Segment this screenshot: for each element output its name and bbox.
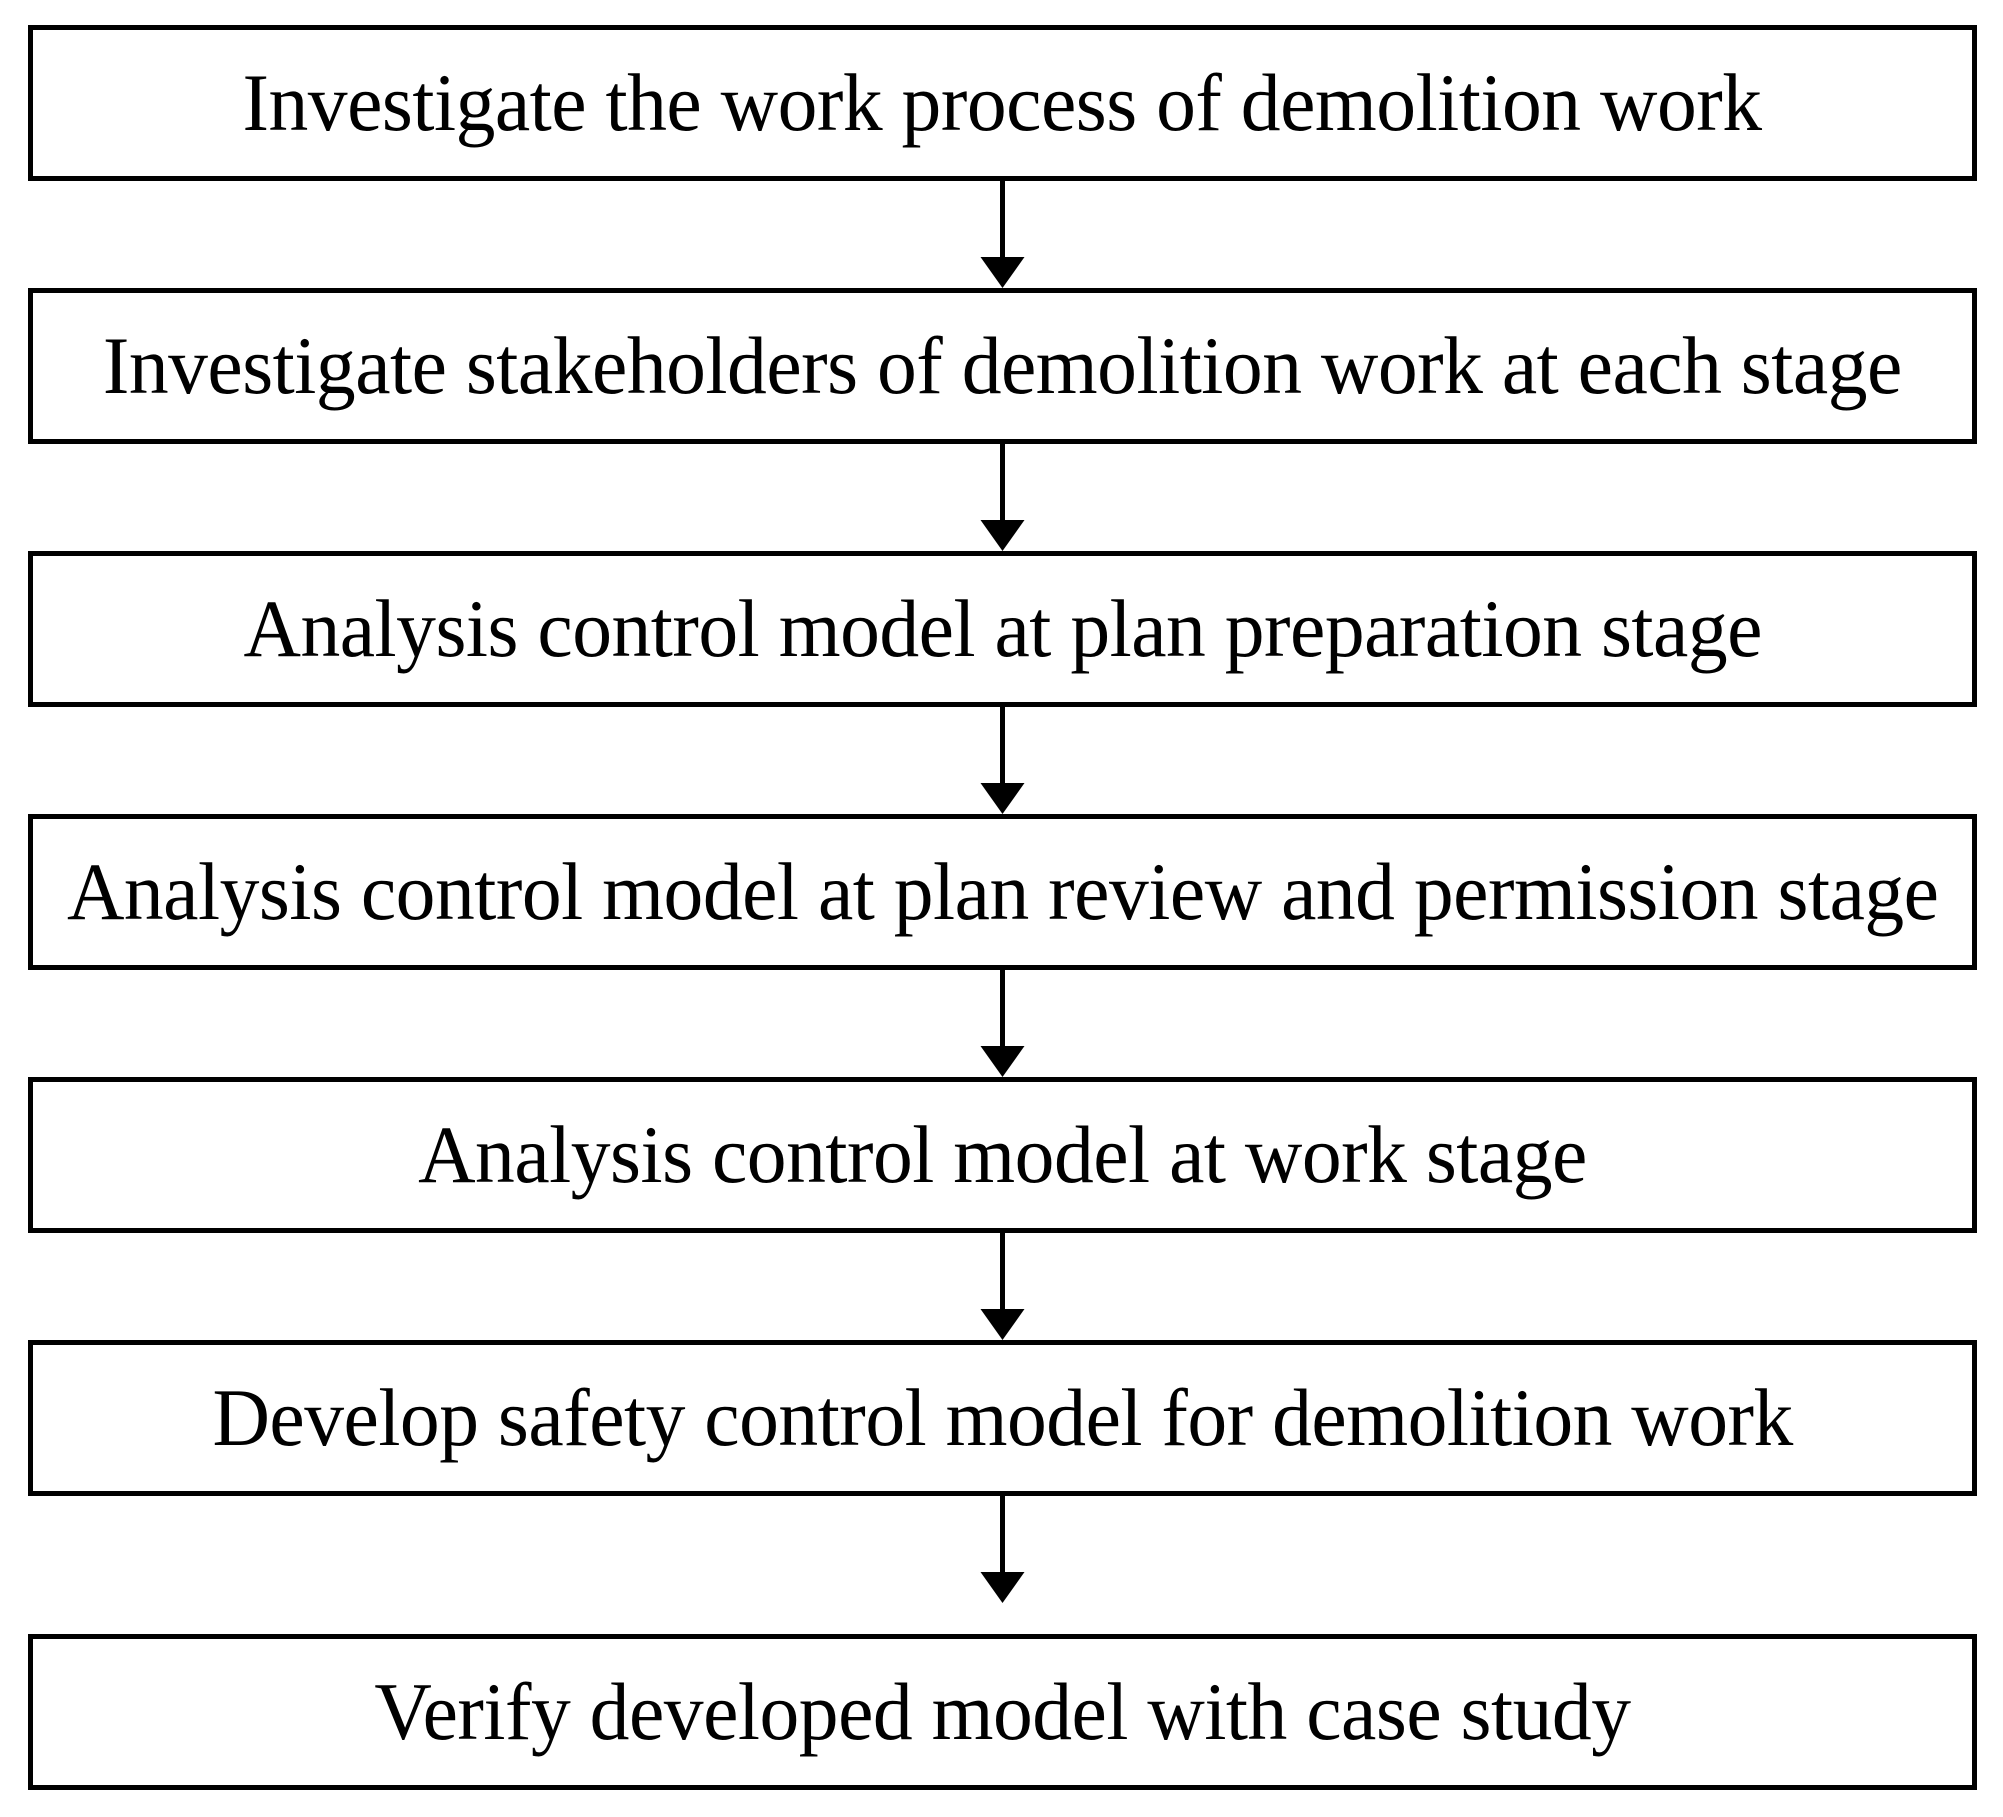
down-arrow-icon-3 bbox=[980, 707, 1025, 814]
flow-node-3-label: Analysis control model at plan preparati… bbox=[243, 583, 1762, 674]
down-arrow-icon-1 bbox=[980, 181, 1025, 288]
down-arrow-icon-5 bbox=[980, 1233, 1025, 1340]
flow-node-2-label: Investigate stakeholders of demolition w… bbox=[103, 320, 1902, 411]
flow-node-2: Investigate stakeholders of demolition w… bbox=[28, 288, 1977, 444]
flow-node-1: Investigate the work process of demoliti… bbox=[28, 25, 1977, 181]
flow-node-7-label: Verify developed model with case study bbox=[374, 1666, 1631, 1757]
flow-node-4-label: Analysis control model at plan review an… bbox=[66, 846, 1939, 937]
flow-node-4: Analysis control model at plan review an… bbox=[28, 814, 1977, 970]
flow-node-1-label: Investigate the work process of demoliti… bbox=[242, 57, 1763, 148]
flow-node-5: Analysis control model at work stage bbox=[28, 1077, 1977, 1233]
down-arrow-icon-4 bbox=[980, 970, 1025, 1077]
flow-node-7: Verify developed model with case study bbox=[28, 1634, 1977, 1790]
flow-node-3: Analysis control model at plan preparati… bbox=[28, 551, 1977, 707]
flow-node-6-label: Develop safety control model for demolit… bbox=[212, 1372, 1793, 1463]
down-arrow-icon-6 bbox=[980, 1496, 1025, 1603]
flow-node-6: Develop safety control model for demolit… bbox=[28, 1340, 1977, 1496]
down-arrow-icon-2 bbox=[980, 444, 1025, 551]
flow-node-5-label: Analysis control model at work stage bbox=[418, 1109, 1587, 1200]
